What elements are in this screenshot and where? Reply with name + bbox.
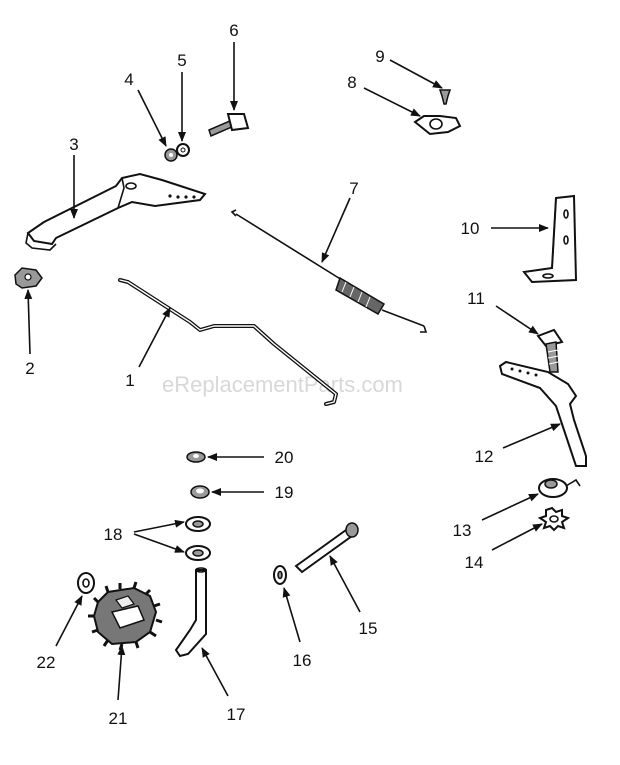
leader-lines — [24, 42, 561, 701]
callout-2: 2 — [25, 359, 34, 378]
part-18-washer-top — [185, 516, 211, 532]
part-12-lever — [498, 360, 587, 467]
callout-15: 15 — [359, 619, 378, 638]
callout-6: 6 — [229, 21, 238, 40]
part-18-washer-bottom — [185, 545, 211, 561]
callout-22: 22 — [37, 653, 56, 672]
part-14-star-washer — [537, 506, 571, 532]
watermark: eReplacementParts.com — [162, 372, 403, 397]
callout-20: 20 — [275, 448, 294, 467]
part-19-spring-washer — [190, 485, 210, 499]
callout-13: 13 — [453, 521, 472, 540]
part-10-angle-bracket — [522, 194, 578, 284]
part-5-washer — [176, 143, 190, 157]
part-21-gear-assembly — [88, 581, 163, 651]
part-13-cam — [538, 478, 581, 498]
callout-1: 1 — [125, 371, 134, 390]
part-15-pin — [294, 522, 359, 574]
part-20-nut — [186, 451, 206, 463]
callout-16: 16 — [293, 651, 312, 670]
callout-18: 18 — [104, 525, 123, 544]
part-3-lever-bracket — [25, 172, 207, 251]
part-2-clip — [14, 267, 43, 289]
part-22-washer — [77, 572, 95, 594]
part-1-shaped-rod — [118, 278, 338, 406]
callout-10: 10 — [461, 219, 480, 238]
part-11-bolt — [536, 328, 564, 373]
callout-8: 8 — [347, 73, 356, 92]
callout-19: 19 — [275, 483, 294, 502]
callout-7: 7 — [349, 179, 358, 198]
part-7-rod-with-spring — [230, 209, 428, 333]
part-4-nut — [164, 148, 178, 162]
callout-labels: 1 2 3 4 5 6 7 8 9 10 11 12 13 14 15 16 1… — [25, 21, 493, 728]
callout-3: 3 — [69, 135, 78, 154]
callout-11: 11 — [467, 289, 485, 308]
callout-14: 14 — [465, 553, 484, 572]
callout-17: 17 — [227, 705, 246, 724]
part-6-bolt — [208, 113, 250, 138]
part-8-clamp — [413, 115, 462, 136]
callout-12: 12 — [475, 447, 494, 466]
part-9-screw — [438, 89, 452, 105]
part-17-bent-rod — [174, 567, 207, 658]
callout-4: 4 — [124, 70, 133, 89]
callout-9: 9 — [375, 47, 384, 66]
part-16-washer — [273, 565, 287, 585]
callout-21: 21 — [109, 709, 128, 728]
callout-5: 5 — [177, 51, 186, 70]
